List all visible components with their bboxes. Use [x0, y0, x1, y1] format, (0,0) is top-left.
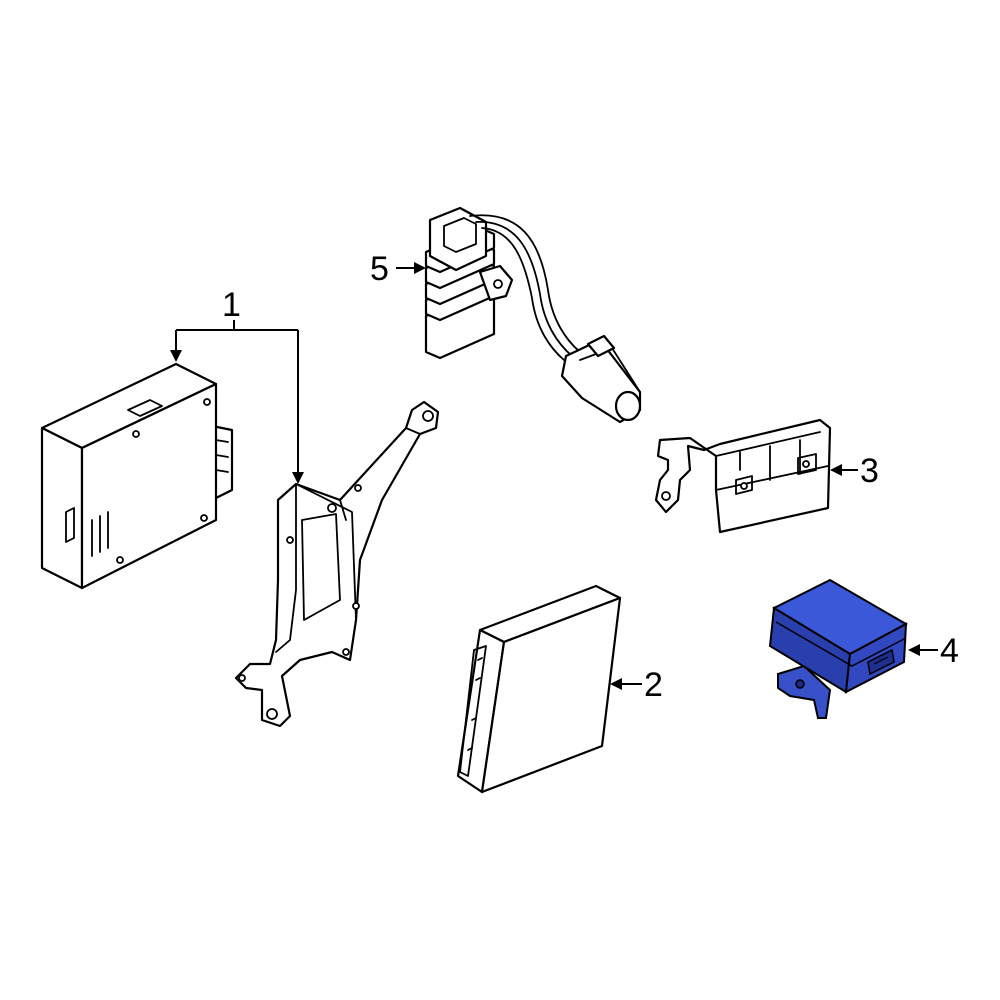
callout-3: 3 [830, 452, 879, 490]
callout-label-1: 1 [222, 286, 241, 324]
part-3-bracket[interactable] [654, 418, 832, 534]
part-1-control-module[interactable] [40, 362, 234, 590]
callout-2: 2 [610, 666, 663, 704]
part-5-resistor[interactable] [424, 206, 642, 424]
part-2-module[interactable] [456, 584, 622, 794]
part-1-bracket[interactable] [234, 400, 440, 728]
callout-4: 4 [908, 632, 959, 670]
callout-label-2: 2 [644, 666, 663, 704]
callout-label-4: 4 [940, 632, 959, 670]
part-4-module[interactable] [768, 578, 909, 719]
callout-5: 5 [370, 250, 426, 288]
callout-1: 1 [170, 286, 304, 484]
callout-label-3: 3 [860, 452, 879, 490]
callout-label-5: 5 [370, 250, 389, 288]
